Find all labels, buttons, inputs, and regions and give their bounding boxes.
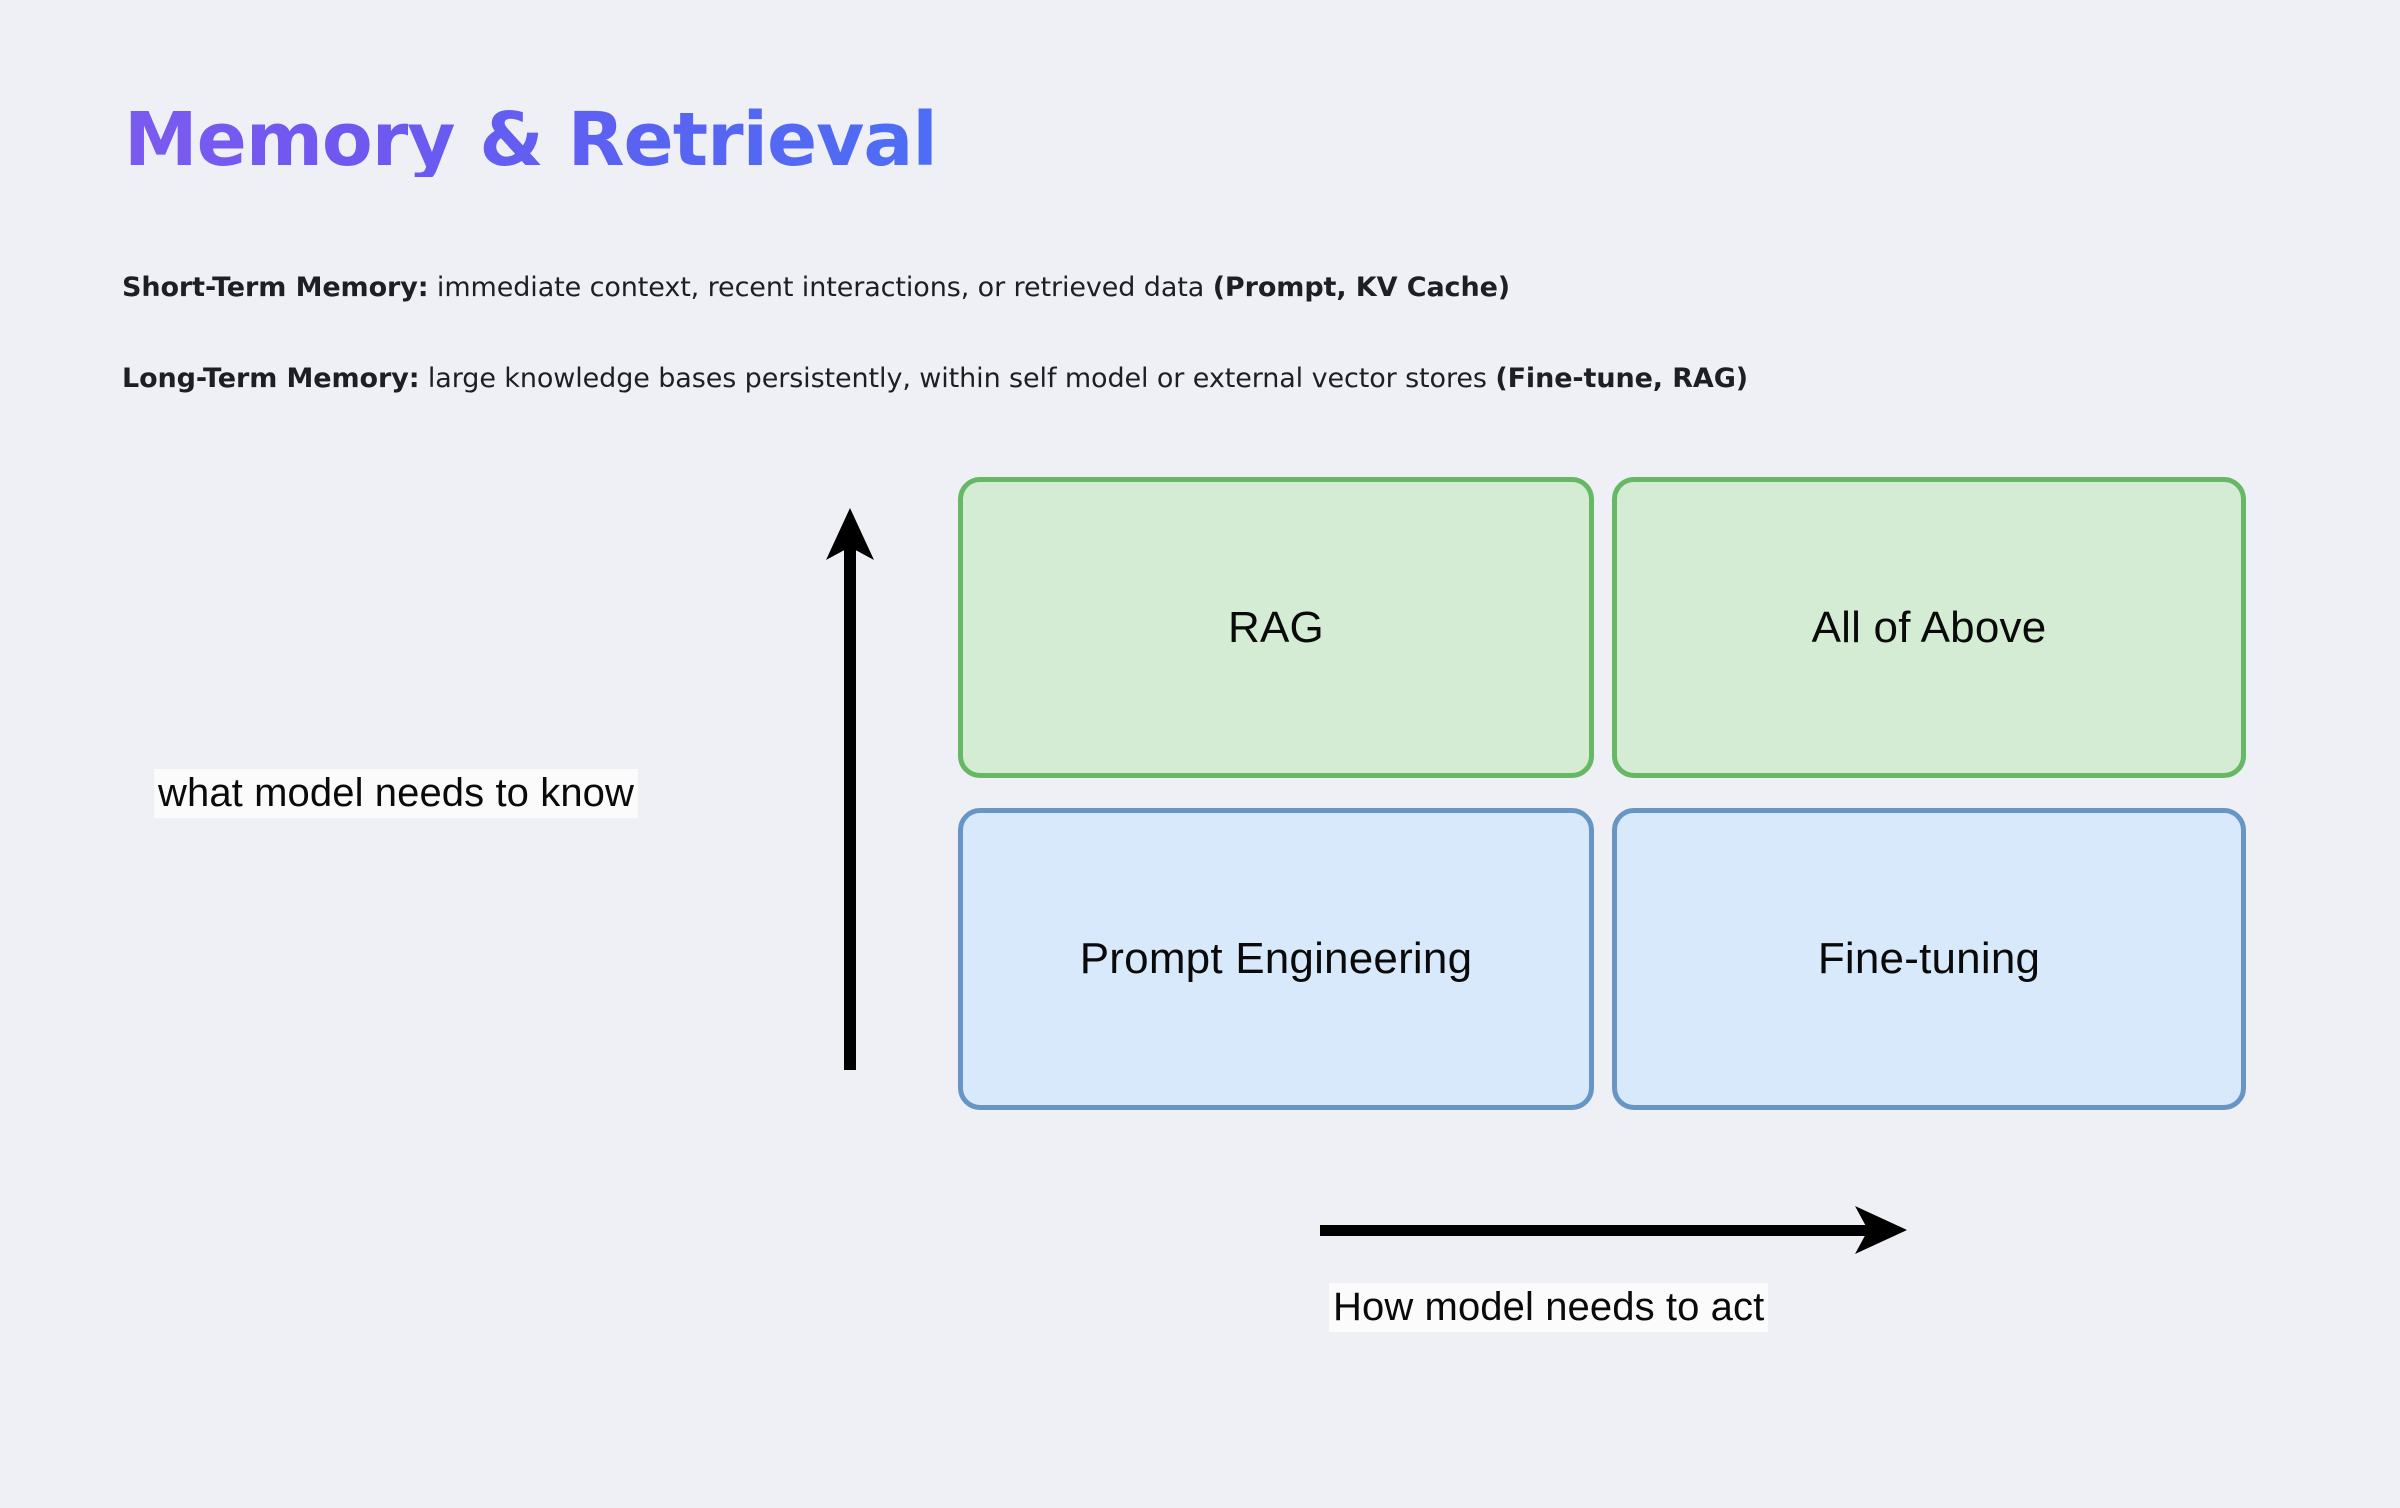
short-term-memory-body: immediate context, recent interactions, … <box>428 272 1213 303</box>
matrix-cell-label: Prompt Engineering <box>1079 934 1473 983</box>
long-term-memory-body: large knowledge bases persistently, with… <box>419 363 1496 394</box>
matrix-cell-label: All of Above <box>1811 602 2047 652</box>
short-term-memory-tag: (Prompt, KV Cache) <box>1212 272 1511 303</box>
long-term-memory-text: Long-Term Memory: large knowledge bases … <box>122 363 1748 394</box>
matrix-cell-label: Fine-tuning <box>1817 934 2041 983</box>
matrix-cell-rag[interactable]: RAG <box>958 477 1594 778</box>
matrix-cell-prompt-engineering[interactable]: Prompt Engineering <box>958 808 1594 1110</box>
x-axis-label: How model needs to act <box>1329 1283 1769 1332</box>
short-term-memory-label: Short-Term Memory: <box>122 272 429 303</box>
matrix-cell-label: RAG <box>1228 602 1324 652</box>
page-title: Memory & Retrieval <box>124 97 938 183</box>
matrix-cell-all-of-above[interactable]: All of Above <box>1612 477 2246 778</box>
short-term-memory-text: Short-Term Memory: immediate context, re… <box>122 272 1510 303</box>
long-term-memory-label: Long-Term Memory: <box>122 363 420 394</box>
arrow-right-icon <box>1320 1206 1907 1254</box>
y-axis-label: what model needs to know <box>154 769 639 818</box>
matrix-cell-fine-tuning[interactable]: Fine-tuning <box>1612 808 2246 1110</box>
long-term-memory-tag: (Fine-tune, RAG) <box>1495 363 1749 394</box>
arrow-up-icon <box>826 508 874 1070</box>
